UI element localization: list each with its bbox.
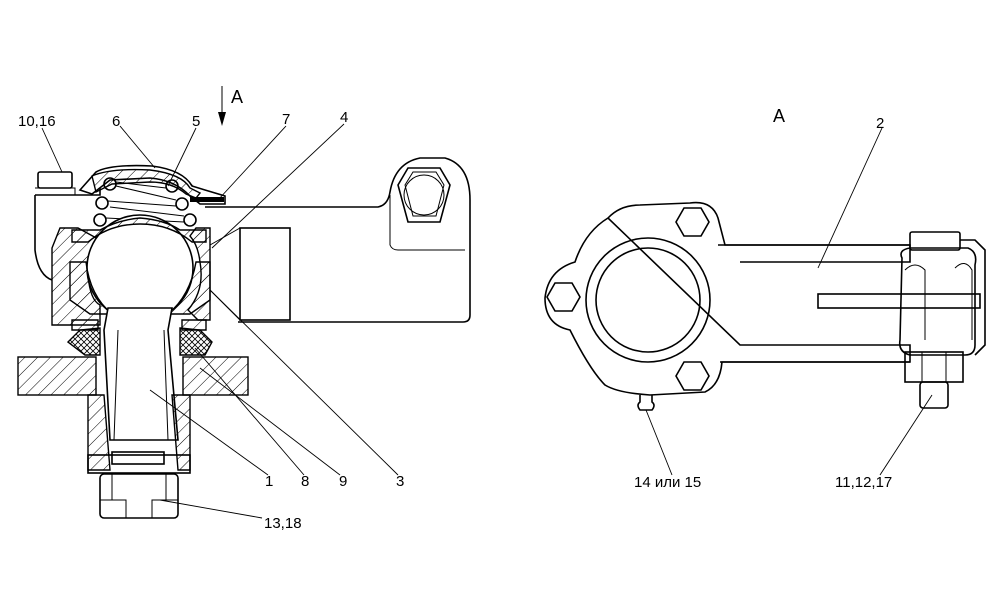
label-3: 3 — [396, 473, 404, 490]
leader-lines-left — [41, 123, 399, 519]
flange-bore-outer — [585, 237, 711, 363]
upper-seat — [71, 217, 207, 243]
arm-hex-nut-inner — [404, 171, 445, 217]
clamp-bolt-end — [919, 381, 949, 409]
cap-bolt-head — [37, 171, 73, 189]
leader-lines-right — [645, 127, 933, 476]
label-7: 7 — [282, 111, 290, 128]
view-a-title: A — [773, 106, 785, 126]
label-5: 5 — [192, 113, 200, 130]
arm-body — [205, 157, 471, 323]
support-plate-right — [182, 356, 249, 396]
clamp-nut-flats — [921, 351, 947, 383]
clamp-bolt-head — [909, 231, 961, 251]
label-14-15: 14 или 15 — [634, 474, 701, 491]
lower-bracket-right — [171, 394, 191, 471]
lower-seat-right — [166, 261, 211, 315]
arm-hex-nut-bore — [403, 174, 445, 216]
bottom-nut — [99, 473, 179, 519]
bottom-washer — [111, 451, 165, 465]
ball-pin-taper-line — [113, 329, 169, 441]
label-2: 2 — [876, 115, 884, 132]
view-arrow-head — [218, 112, 226, 126]
flange-bore-inner — [595, 247, 701, 353]
label-9: 9 — [339, 473, 347, 490]
insert-7 — [190, 197, 224, 202]
flange-bolt-bottom — [675, 361, 710, 391]
arm-inner-edge — [389, 195, 465, 251]
support-plate-left — [17, 356, 97, 396]
dust-boot-left — [66, 327, 101, 356]
label-13-18: 13,18 — [264, 515, 302, 532]
flange-outline — [544, 201, 911, 396]
view-a: A 2 14 или 15 11,1 — [544, 106, 986, 491]
arm-hex-nut — [397, 167, 451, 223]
grease-nipple — [637, 395, 655, 411]
flange-bolt-left — [546, 282, 581, 312]
clamp-bracket — [960, 239, 986, 356]
lower-bracket-base — [87, 454, 191, 474]
cap-bolt-flange — [35, 187, 76, 195]
housing-cap-hatch — [91, 168, 202, 199]
label-4: 4 — [340, 109, 348, 126]
label-11-12-17: 11,12,17 — [835, 474, 892, 491]
arm-cone — [209, 227, 241, 321]
label-6: 6 — [112, 113, 120, 130]
lower-seat — [69, 261, 114, 315]
label-1: 1 — [265, 473, 273, 490]
flange-bolt-top — [675, 207, 710, 237]
lower-bracket-left — [87, 394, 111, 471]
bottom-nut-slots — [100, 474, 178, 518]
label-8: 8 — [301, 473, 309, 490]
clamp-body-shade — [904, 263, 973, 340]
clamp-nut — [904, 351, 964, 383]
dust-boot-right — [179, 327, 213, 356]
spring — [93, 177, 197, 227]
view-arrow-label: A — [231, 87, 243, 107]
clamp-body — [898, 247, 977, 356]
clamp-plate — [817, 293, 981, 309]
boot-lip — [71, 319, 207, 331]
arm-bore — [239, 227, 291, 321]
section-view: A 10,16 6 5 7 4 1 8 9 3 13,18 — [17, 86, 471, 532]
label-10-16: 10,16 — [18, 113, 56, 130]
